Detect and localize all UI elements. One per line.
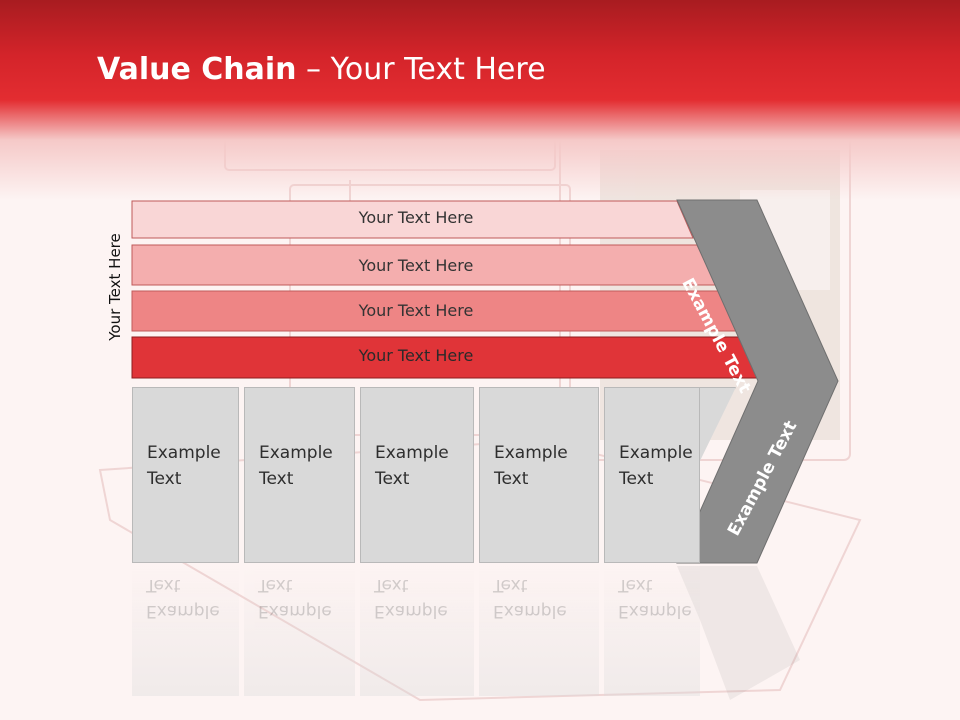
column-2-reflection-line2: Text <box>258 575 293 595</box>
page-title: Value Chain – Your Text Here <box>97 52 546 87</box>
column-5-reflection: Example Text <box>604 566 700 696</box>
column-3-reflection-line1: Example <box>374 601 448 621</box>
column-4-line2: Text <box>494 469 529 489</box>
bar-label-1: Your Text Here <box>358 208 474 227</box>
column-2-line1: Example <box>259 443 333 463</box>
column-1-reflection-line2: Text <box>146 575 181 595</box>
column-1-reflection-line1: Example <box>146 601 220 621</box>
column-5-overlay-line2: Text <box>619 469 654 489</box>
column-2-reflection-line1: Example <box>258 601 332 621</box>
column-4: Example Text <box>479 387 599 563</box>
chevron-shape <box>676 199 839 564</box>
column-1: Example Text <box>132 387 239 563</box>
header-band <box>0 0 960 200</box>
column-3-line1: Example <box>375 443 449 463</box>
column-2: Example Text <box>244 387 355 563</box>
bar-label-4: Your Text Here <box>358 346 474 365</box>
column-4-reflection-line1: Example <box>493 601 567 621</box>
bar-label-3: Your Text Here <box>358 301 474 320</box>
column-1-reflection: Example Text <box>132 566 239 696</box>
column-5-reflection-line1: Example <box>618 601 692 621</box>
column-5-overlay-line1: Example <box>619 443 693 463</box>
column-3-reflection-line2: Text <box>374 575 409 595</box>
column-2-line2: Text <box>259 469 294 489</box>
column-4-reflection: Example Text <box>479 566 599 696</box>
chevron-reflection <box>677 566 800 700</box>
column-3-reflection: Example Text <box>360 566 474 696</box>
column-3: Example Text <box>360 387 474 563</box>
column-5-reflection-line2: Text <box>618 575 653 595</box>
column-2-reflection: Example Text <box>244 566 355 696</box>
column-4-reflection-line2: Text <box>493 575 528 595</box>
column-5-overlay: Example Text <box>604 387 700 563</box>
title-bold: Value Chain <box>97 52 297 87</box>
bar-1 <box>131 200 694 239</box>
column-1-line2: Text <box>147 469 182 489</box>
column-3-line2: Text <box>375 469 410 489</box>
column-1-line1: Example <box>147 443 221 463</box>
bar-label-2: Your Text Here <box>358 256 474 275</box>
title-rest: – Your Text Here <box>296 52 546 87</box>
column-4-line1: Example <box>494 443 568 463</box>
